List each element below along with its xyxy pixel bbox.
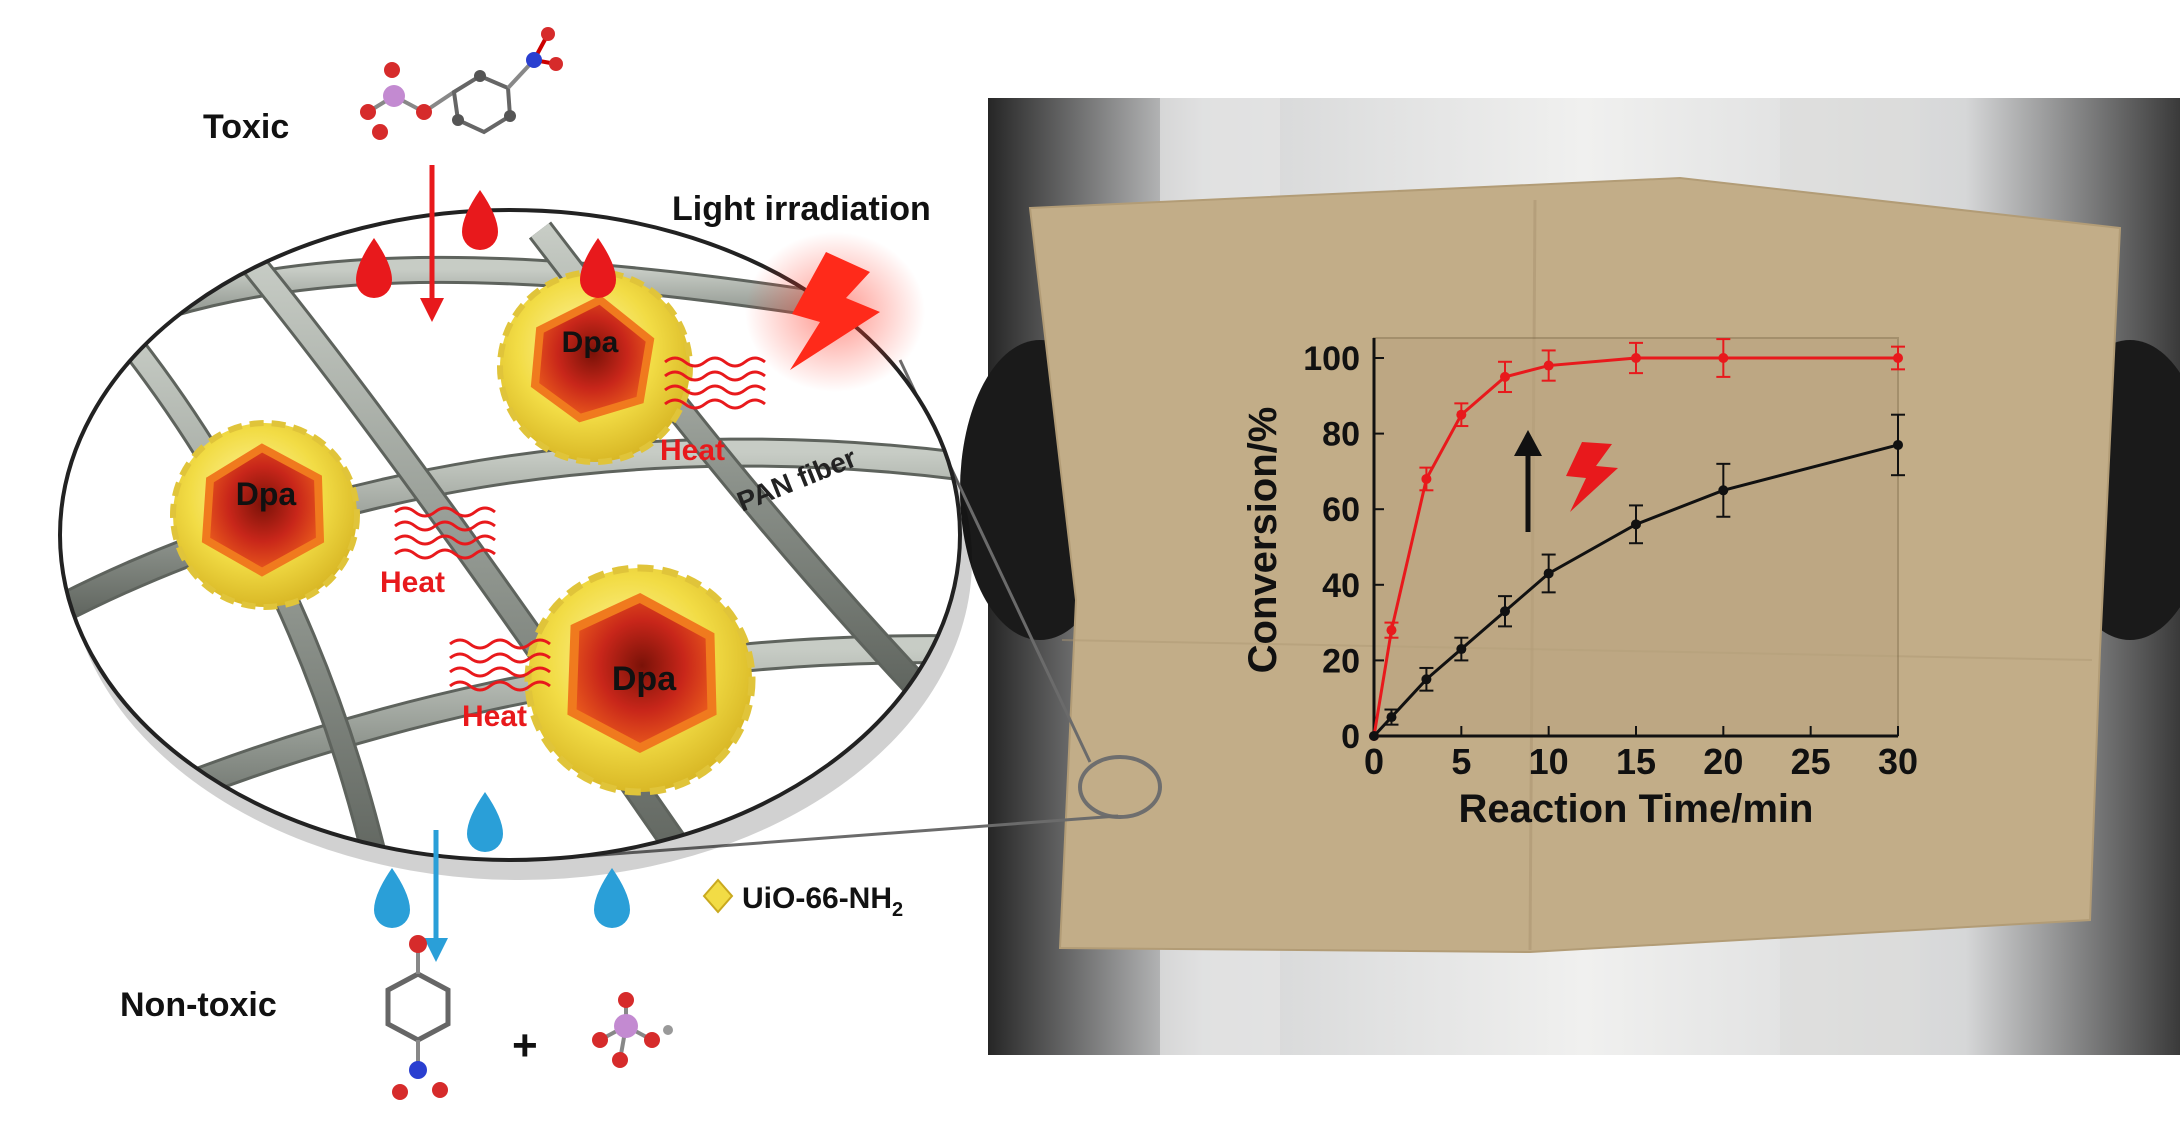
heat-label: Heat — [660, 434, 725, 467]
blue-droplet — [374, 868, 410, 928]
plus-sign: + — [512, 1021, 538, 1070]
data-point — [1456, 409, 1467, 420]
heat-label: Heat — [380, 566, 445, 599]
red-droplet — [580, 238, 616, 298]
data-point — [1421, 473, 1432, 484]
zoom-line-bottom — [559, 814, 1119, 860]
data-point — [1500, 606, 1510, 617]
y-tick-label: 100 — [1303, 340, 1360, 378]
light-bolt-icon — [790, 252, 880, 370]
phosphate-molecule-icon — [592, 992, 673, 1068]
legend-uio66: UiO-66-NH2 — [702, 878, 903, 921]
data-point — [1369, 731, 1379, 741]
photo-panel: 0 5 10 15 20 25 30 0 20 40 60 80 100 Reaction Time/m… — [960, 98, 2180, 1055]
dpa-particle-left: Dpa — [170, 420, 360, 610]
data-point — [1718, 485, 1729, 496]
data-point — [1386, 712, 1397, 723]
data-point — [1500, 371, 1510, 382]
heat-label: Heat — [462, 700, 527, 733]
y-tick-label: 40 — [1322, 567, 1360, 605]
y-tick-label: 0 — [1341, 718, 1360, 756]
x-tick-label: 15 — [1616, 741, 1656, 782]
data-point — [1893, 353, 1903, 363]
toxic-label: Toxic — [203, 108, 289, 146]
data-point — [1456, 644, 1467, 655]
data-point — [1386, 625, 1397, 636]
red-droplet — [356, 238, 392, 298]
x-tick-label: 0 — [1364, 741, 1384, 782]
y-tick-label: 20 — [1322, 642, 1360, 680]
x-tick-label: 30 — [1878, 741, 1918, 782]
uio66-crystal-icon — [702, 878, 734, 914]
data-point — [1893, 439, 1903, 450]
toxic-molecule-icon — [360, 27, 563, 140]
dpa-particle-bottom: Dpa — [524, 564, 756, 796]
non-toxic-label: Non-toxic — [120, 986, 277, 1024]
dpa-label: Dpa — [612, 660, 677, 698]
dpa-label: Dpa — [562, 326, 619, 359]
blue-droplet — [467, 792, 503, 852]
blue-droplet — [594, 868, 630, 928]
conversion-chart: 0 5 10 15 20 25 30 0 20 40 60 80 100 Reaction Time/m… — [1241, 337, 1918, 831]
legend-label: UiO-66-NH2 — [742, 882, 903, 921]
x-tick-label: 20 — [1703, 741, 1743, 782]
data-point — [1631, 353, 1641, 363]
lightning-icon — [1566, 442, 1618, 512]
data-point — [1543, 568, 1554, 579]
x-tick-label: 5 — [1451, 741, 1471, 782]
data-point — [1718, 353, 1729, 363]
chart-series — [1369, 338, 1905, 741]
red-droplet — [462, 190, 498, 250]
data-point — [1631, 519, 1641, 530]
chart-tick-labels: 0 5 10 15 20 25 30 0 20 40 60 80 100 — [1303, 340, 1918, 782]
x-tick-label: 10 — [1529, 741, 1569, 782]
data-point — [1421, 674, 1432, 685]
nitrophenol-molecule-icon — [385, 935, 451, 1100]
y-tick-label: 80 — [1322, 416, 1360, 454]
heat-waves-top — [664, 356, 766, 410]
dpa-label: Dpa — [236, 476, 297, 512]
x-axis-label: Reaction Time/min — [1459, 787, 1814, 831]
schematic-panel: PAN fiber Dpa Dpa Dpa Heat — [58, 27, 972, 1100]
y-tick-label: 60 — [1322, 491, 1360, 529]
data-point — [1543, 360, 1554, 371]
x-tick-label: 25 — [1791, 741, 1831, 782]
heat-waves-left — [394, 506, 496, 560]
heat-waves-bottom — [449, 638, 551, 692]
zoom-spot — [1078, 755, 1162, 819]
y-axis-label: Conversion/% — [1241, 407, 1285, 674]
light-irradiation-label: Light irradiation — [672, 190, 931, 228]
